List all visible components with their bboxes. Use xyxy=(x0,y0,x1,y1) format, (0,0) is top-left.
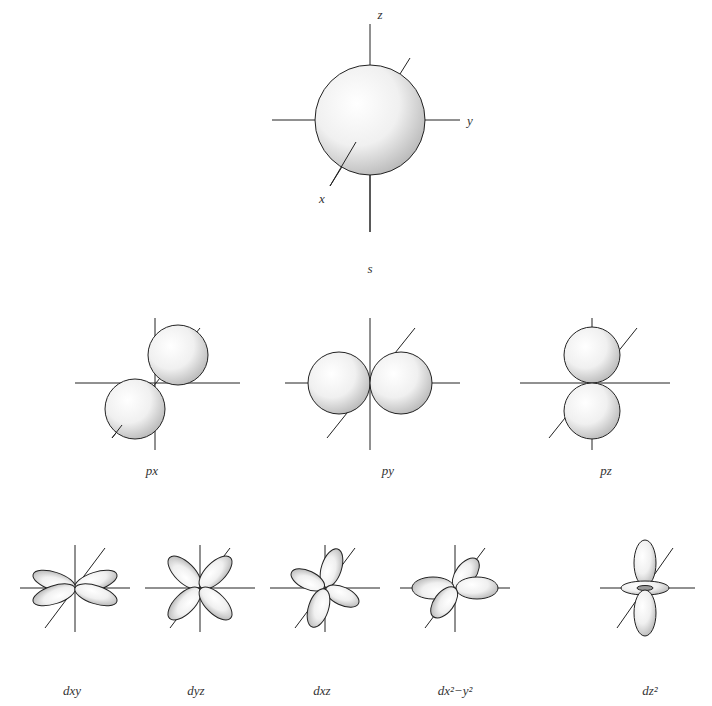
s-orbital xyxy=(315,65,425,175)
px-lobe xyxy=(105,379,165,439)
orbital-label: dz² xyxy=(642,684,657,697)
dz2-orbital xyxy=(621,540,669,636)
axis-label: y xyxy=(467,114,473,127)
orbital-label: dxy xyxy=(63,684,81,697)
dyz-orbital xyxy=(163,551,238,626)
dxy-orbital xyxy=(30,566,119,610)
orbital-label: pz xyxy=(600,464,612,477)
pz-lobe xyxy=(564,383,620,439)
pz-lobe xyxy=(564,327,620,383)
px-lobe xyxy=(148,325,208,385)
orbital-label: dxz xyxy=(313,684,330,697)
orbital-label: dx²−y² xyxy=(438,684,473,697)
axis-label: z xyxy=(377,8,382,21)
axis-label: x xyxy=(319,192,325,205)
dx2-y2-orbital xyxy=(412,553,498,623)
orbital-label: dyz xyxy=(187,684,204,697)
orbital-label: px xyxy=(146,464,158,477)
py-lobe xyxy=(308,352,370,414)
orbital-label: py xyxy=(382,464,394,477)
dxz-orbital xyxy=(288,546,363,630)
py-lobe xyxy=(370,352,432,414)
orbital-label: s xyxy=(367,262,372,275)
